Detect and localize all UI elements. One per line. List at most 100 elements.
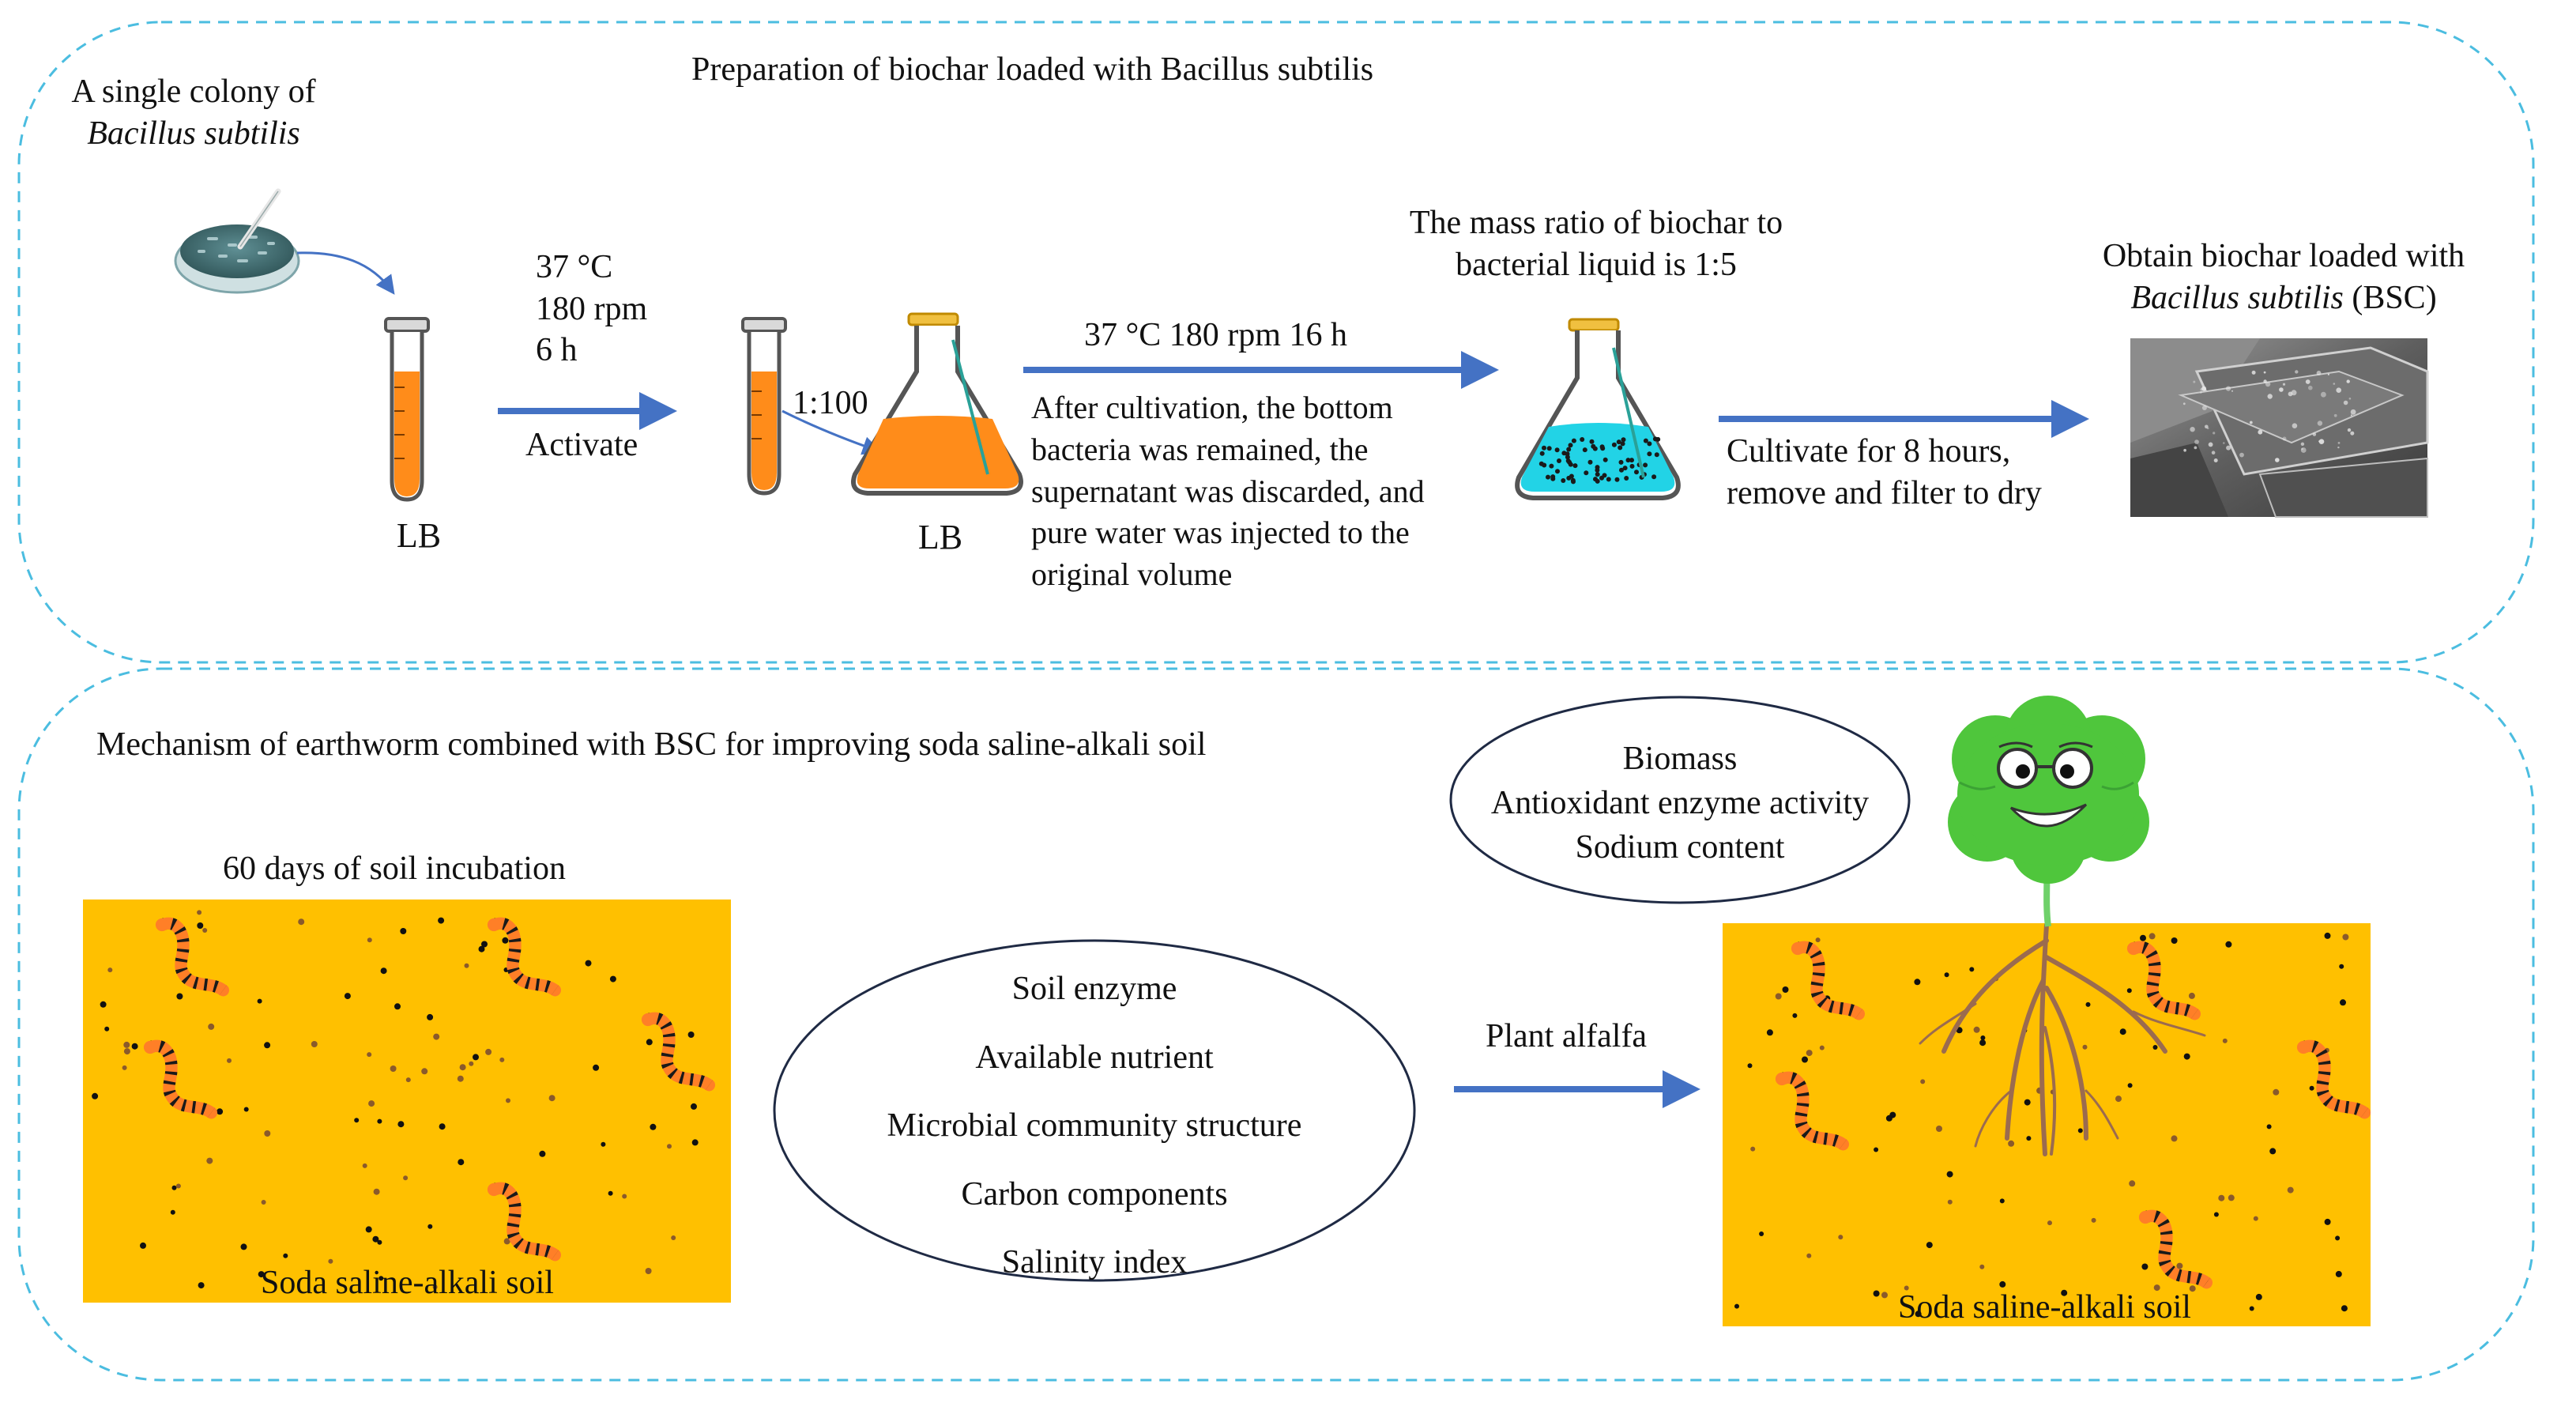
soil-particle bbox=[2228, 1194, 2235, 1201]
soil-particle bbox=[2176, 1262, 2183, 1269]
biochar-particle bbox=[1571, 479, 1576, 485]
soil-particle bbox=[585, 960, 592, 967]
sem-speckle bbox=[2190, 427, 2195, 432]
sem-speckle bbox=[2205, 424, 2209, 429]
sem-speckle bbox=[2226, 445, 2231, 451]
flask-icon bbox=[1515, 318, 1681, 500]
sem-speckle bbox=[2348, 398, 2352, 400]
soil-particle bbox=[1838, 1235, 1843, 1240]
soil-particle bbox=[122, 1065, 127, 1070]
biochar-particle bbox=[1618, 445, 1623, 451]
soil-particle bbox=[427, 1224, 433, 1229]
earthworm-icon bbox=[155, 917, 230, 997]
sem-speckle bbox=[2346, 379, 2350, 383]
sem-speckle bbox=[2350, 431, 2355, 436]
soil-particle bbox=[2026, 1136, 2032, 1141]
sem-speckle bbox=[2282, 436, 2287, 441]
cultivate-note-line: remove and filter to dry bbox=[1727, 474, 2042, 511]
sem-speckle bbox=[2333, 383, 2336, 385]
soil-particle bbox=[485, 1048, 492, 1055]
soil-particle bbox=[311, 1041, 318, 1047]
soil-particle bbox=[123, 1048, 130, 1055]
soil-particle bbox=[1936, 1126, 1942, 1132]
biochar-particle bbox=[1622, 466, 1628, 471]
biochar-particle bbox=[1566, 447, 1572, 452]
soil-particle bbox=[593, 1064, 600, 1071]
soil-particle bbox=[459, 1064, 466, 1071]
biochar-particle bbox=[1624, 476, 1629, 481]
earthworm-icon bbox=[2296, 1039, 2371, 1119]
soil-particle bbox=[394, 1003, 401, 1010]
soil-particle bbox=[691, 1139, 699, 1146]
soil-particle bbox=[432, 1284, 438, 1290]
soil-particles-left bbox=[92, 910, 699, 1290]
soil-particle bbox=[2127, 1083, 2133, 1088]
culture-note-line: bacteria was remained, the bbox=[1031, 431, 1369, 467]
soil-particle bbox=[1980, 1035, 1986, 1040]
biochar-particle bbox=[1616, 439, 1621, 445]
soil-particle bbox=[104, 1026, 110, 1032]
soil-particle bbox=[457, 1075, 464, 1082]
soil-particle bbox=[123, 1041, 130, 1048]
soil-particle bbox=[1947, 1199, 1953, 1205]
biochar-particle bbox=[1549, 463, 1554, 469]
sem-speckle bbox=[2316, 371, 2322, 375]
soil-particle bbox=[548, 1095, 555, 1102]
soil-particle bbox=[227, 1058, 232, 1063]
biochar-particle bbox=[1599, 444, 1605, 450]
soil-particle bbox=[503, 1238, 510, 1245]
sem-speckle bbox=[2295, 370, 2299, 374]
sem-speckle bbox=[2275, 458, 2280, 462]
soil-particle bbox=[397, 1121, 405, 1128]
soil-particle bbox=[1946, 1171, 1953, 1178]
activate-temp: 37 °C bbox=[536, 249, 613, 285]
product-organism: Bacillus subtilis bbox=[2130, 279, 2344, 316]
soil-particle bbox=[608, 1190, 613, 1196]
soil-particle bbox=[240, 1243, 247, 1250]
soil-particle bbox=[283, 1253, 288, 1258]
colony-label: A single colony of Bacillus subtilis bbox=[55, 71, 332, 154]
soil-particle bbox=[502, 937, 509, 944]
biochar-particles bbox=[1538, 436, 1661, 485]
sem-speckle bbox=[2265, 381, 2271, 387]
biochar-particle bbox=[1651, 474, 1657, 480]
soil-particle bbox=[2249, 1306, 2254, 1311]
cultivate-note: Cultivate for 8 hours, remove and filter… bbox=[1727, 431, 2042, 514]
biochar-particle bbox=[1620, 441, 1625, 447]
soil-particle bbox=[1815, 937, 1821, 943]
soil-particle bbox=[197, 922, 204, 929]
biochar-particle bbox=[1602, 473, 1607, 478]
earthworm-icon bbox=[2126, 941, 2201, 1020]
soil-indicator-item: Available nutrient bbox=[975, 1039, 1214, 1076]
biochar-particle bbox=[1561, 451, 1567, 456]
colony-label-line2: Bacillus subtilis bbox=[87, 115, 300, 152]
sem-speckle bbox=[2193, 380, 2196, 383]
soil-indicator-list: Soil enzyme Available nutrient Microbial… bbox=[794, 955, 1395, 1297]
soil-particle bbox=[2129, 1180, 2136, 1187]
sem-speckle bbox=[2343, 400, 2348, 405]
sem-speckle bbox=[2183, 448, 2186, 452]
culture-note-line: supernatant was discarded, and bbox=[1031, 473, 1425, 509]
sem-speckle bbox=[2337, 442, 2341, 444]
soil-indicator-item: Microbial community structure bbox=[887, 1107, 1302, 1144]
soil-particle bbox=[170, 1209, 175, 1215]
clover-face-icon bbox=[1948, 696, 2149, 927]
soil-particle bbox=[1885, 1114, 1892, 1122]
soil-particle bbox=[1792, 1013, 1798, 1018]
soil-particle bbox=[400, 928, 407, 934]
earthworm-icon bbox=[1791, 941, 1866, 1020]
sem-speckle bbox=[2300, 442, 2305, 446]
soil-particle bbox=[378, 1276, 384, 1281]
soil-particle bbox=[481, 941, 488, 948]
product-line1: Obtain biochar loaded with bbox=[2102, 238, 2465, 274]
soil-particle bbox=[298, 918, 305, 926]
soil-indicator-item: Salinity index bbox=[1001, 1244, 1188, 1280]
soil-particle bbox=[1881, 1292, 1888, 1299]
biochar-particle bbox=[1557, 458, 1561, 463]
biochar-particle bbox=[1568, 462, 1573, 467]
product-label: Obtain biochar loaded with Bacillus subt… bbox=[2039, 236, 2529, 319]
sem-speckle bbox=[2194, 446, 2198, 450]
soil-particle bbox=[1999, 1198, 2005, 1204]
biochar-particle bbox=[1592, 446, 1598, 451]
soil-indicator-item: Carbon components bbox=[961, 1175, 1228, 1213]
